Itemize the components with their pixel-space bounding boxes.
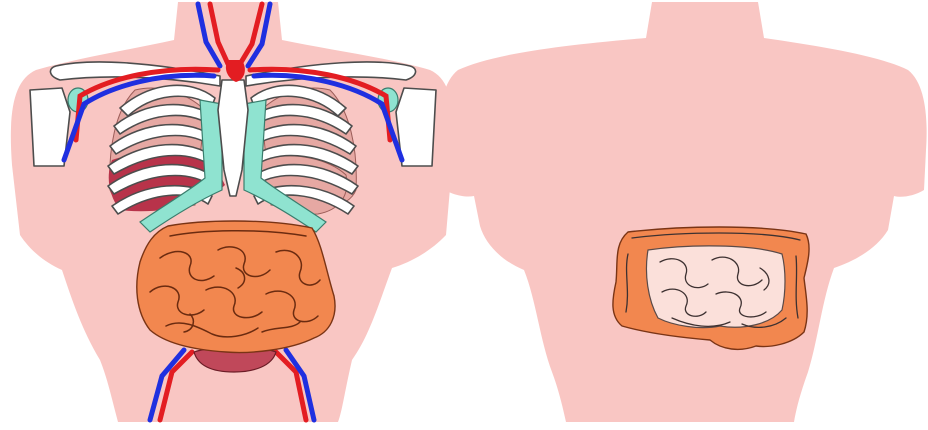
- posterior-view: [438, 2, 927, 422]
- posterior-torso-silhouette: [438, 2, 927, 422]
- anterior-view: [11, 2, 454, 422]
